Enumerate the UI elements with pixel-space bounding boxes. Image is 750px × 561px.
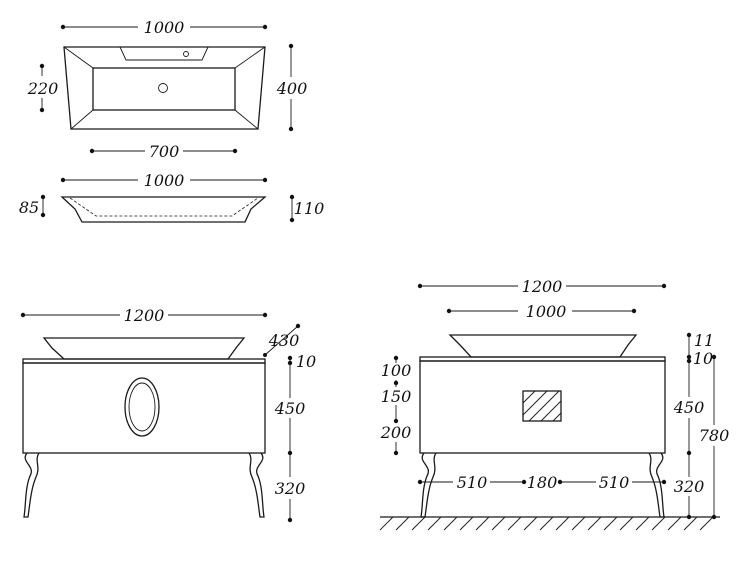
dim-back-right-inner: 11 10 450 320 <box>673 331 714 520</box>
dim-front-cabinet: 10 450 320 <box>274 352 316 523</box>
label-back-total-height: 780 <box>699 426 730 445</box>
back-left-leg <box>420 452 437 518</box>
front-left-leg <box>23 452 40 518</box>
label-back-leg-left: 510 <box>457 473 488 492</box>
front-basin <box>42 337 246 360</box>
back-right-leg <box>648 452 665 518</box>
front-view: 1200 430 10 450 320 <box>20 306 316 523</box>
basin-side-inner <box>69 197 259 217</box>
label-back-hole-height: 150 <box>381 387 412 406</box>
basin-tap-hole <box>183 51 189 57</box>
label-front-cabinet-height: 450 <box>274 399 306 418</box>
back-service-hole-hatch <box>522 390 562 422</box>
label-basin-side-width: 1000 <box>144 171 185 190</box>
back-view: 1200 1000 100 150 200 <box>379 277 730 531</box>
dim-basin-inner-width: 700 <box>89 142 238 161</box>
label-back-leg-right: 510 <box>599 473 630 492</box>
front-cabinet <box>22 362 266 454</box>
label-basin-inner-height: 85 <box>19 198 39 217</box>
floor <box>379 516 720 531</box>
basin-plan-tap-deck <box>119 46 209 61</box>
dim-back-hole-vertical: 100 150 200 <box>380 355 412 456</box>
label-back-top: 10 <box>693 349 713 368</box>
label-basin-inner-width: 700 <box>149 142 180 161</box>
back-service-hole <box>522 390 562 422</box>
label-basin-width: 1000 <box>144 18 185 37</box>
basin-plan-view: 1000 220 400 700 <box>27 18 308 161</box>
label-back-cabinet-height: 450 <box>673 398 705 417</box>
front-right-leg <box>248 452 265 518</box>
label-front-legs-height: 320 <box>275 479 306 498</box>
dim-basin-inner-height: 85 <box>19 194 46 218</box>
basin-side-view: 1000 85 110 <box>19 171 325 223</box>
back-cabinet <box>419 360 666 454</box>
dim-back-total-height: 780 <box>699 354 730 520</box>
label-back-width: 1200 <box>522 277 563 296</box>
dim-basin-side-width: 1000 <box>60 171 268 190</box>
dim-back-basin-width: 1000 <box>446 302 637 321</box>
back-basin <box>448 334 638 358</box>
basin-side-outline <box>60 196 267 223</box>
label-back-basin: 11 <box>694 331 714 350</box>
label-back-legs-height: 320 <box>674 477 705 496</box>
label-back-hole-bottom: 200 <box>380 423 412 442</box>
dim-basin-inner-depth: 220 <box>27 63 59 113</box>
dim-back-horizontal-legs: 510 180 510 <box>417 473 667 492</box>
label-back-hole-top: 100 <box>381 361 412 380</box>
label-front-basin-height: 430 <box>268 331 300 350</box>
label-back-basin-width: 1000 <box>526 302 567 321</box>
front-oval-handle <box>124 377 160 437</box>
front-oval-inner <box>128 382 156 432</box>
dim-front-width: 1200 <box>20 306 268 325</box>
label-front-top: 10 <box>296 352 316 371</box>
label-basin-inner-depth: 220 <box>27 79 59 98</box>
label-front-width: 1200 <box>124 306 165 325</box>
dim-back-width: 1200 <box>417 277 667 296</box>
label-basin-height: 110 <box>294 199 325 218</box>
basin-drain <box>158 83 168 93</box>
dim-basin-height: 110 <box>289 194 325 223</box>
dim-front-basin-height: 430 <box>263 323 301 357</box>
label-basin-depth: 400 <box>276 79 308 98</box>
dim-basin-depth: 400 <box>276 43 308 132</box>
basin-plan-bowl <box>92 67 236 111</box>
label-back-hole-width: 180 <box>527 473 558 492</box>
dim-basin-width: 1000 <box>60 18 268 37</box>
